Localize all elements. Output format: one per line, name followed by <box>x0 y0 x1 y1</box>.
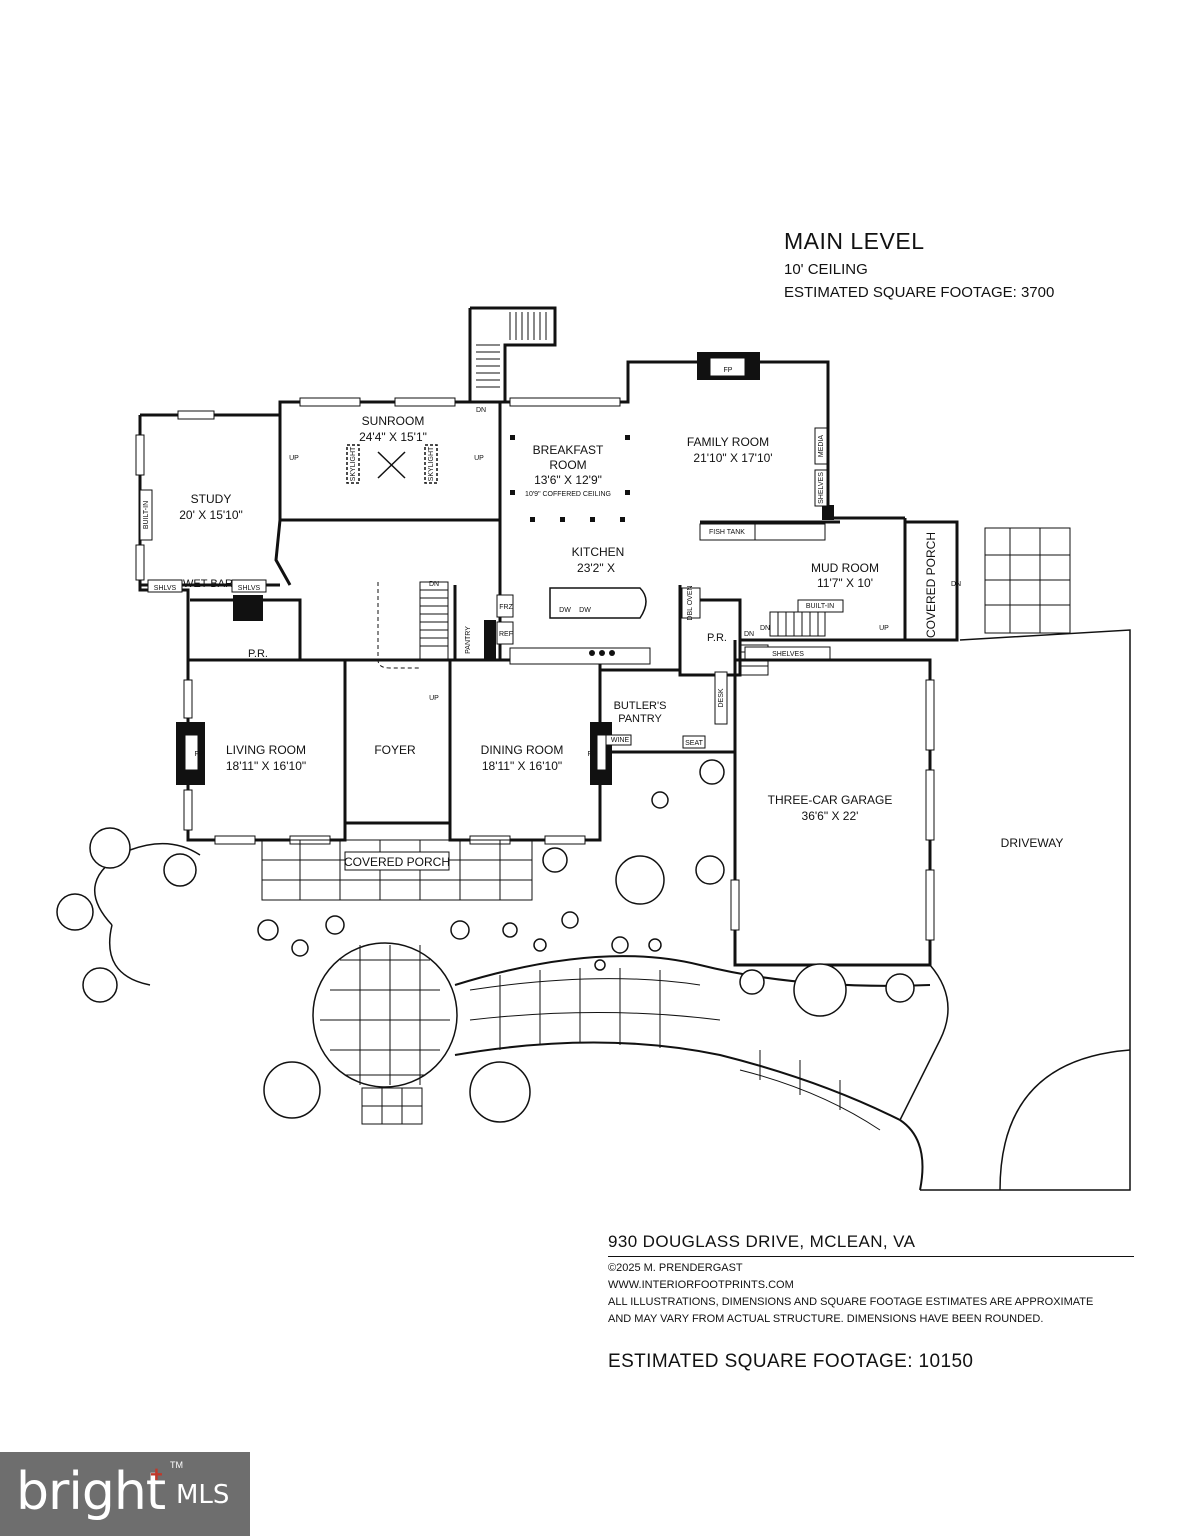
dining-room-dims: 18'11" X 16'10" <box>482 759 562 773</box>
dn-label-porch: DN <box>951 581 961 588</box>
garage-label: THREE-CAR GARAGE <box>768 793 893 807</box>
kitchen-dims: 23'2" X <box>577 561 615 575</box>
logo-mls: MLS <box>176 1480 230 1510</box>
bright-mls-logo: bright + TM MLS <box>0 1452 250 1536</box>
website-line: WWW.INTERIORFOOTPRINTS.COM <box>608 1279 794 1291</box>
breakfast-label-1: BREAKFAST <box>533 443 604 457</box>
seat-label: SEAT <box>685 740 703 747</box>
family-room-label: FAMILY ROOM <box>687 435 769 449</box>
living-room-label: LIVING ROOM <box>226 743 306 757</box>
kitchen-label: KITCHEN <box>572 545 625 559</box>
powder-room-label-1: P.R. <box>248 648 268 660</box>
family-room-dims: 21'10" X 17'10' <box>693 451 772 465</box>
sunroom-label: SUNROOM <box>362 414 425 428</box>
dw-label-1: DW <box>559 607 571 614</box>
wine-label: WINE <box>611 737 630 744</box>
dw-label-2: DW <box>579 607 591 614</box>
mud-room-dims: 11'7" X 10' <box>817 576 873 590</box>
front-porch-label: COVERED PORCH <box>344 855 450 869</box>
built-in-label-mud: BUILT-IN <box>806 603 834 610</box>
mud-room-label: MUD ROOM <box>811 561 879 575</box>
study-dims: 20' X 15'10" <box>179 508 243 522</box>
disclaimer-line-1: ALL ILLUSTRATIONS, DIMENSIONS AND SQUARE… <box>608 1296 1094 1308</box>
level-title: MAIN LEVEL <box>784 228 925 254</box>
side-porch-label: COVERED PORCH <box>924 532 938 638</box>
total-sqft: ESTIMATED SQUARE FOOTAGE: 10150 <box>608 1351 974 1372</box>
skylight-label-left: SKYLIGHT <box>350 446 357 481</box>
logo-trademark: TM <box>170 1460 183 1470</box>
breakfast-label-2: ROOM <box>549 458 586 472</box>
dn-label-foyer: DN <box>429 581 439 588</box>
powder-room-label-2: P.R. <box>707 632 727 644</box>
up-label-sunroom: UP <box>289 455 299 462</box>
fireplace-label-living: FP <box>195 751 204 758</box>
shelves-label-right: SHLVS <box>238 585 261 592</box>
breakfast-dims: 13'6" X 12'9" <box>534 473 602 487</box>
driveway-label: DRIVEWAY <box>1001 836 1064 850</box>
wet-bar-label: WET BAR <box>183 578 233 590</box>
foyer-label: FOYER <box>374 743 416 757</box>
shelves-label-family: SHELVES <box>818 472 825 504</box>
logo-plus-icon: + <box>150 1462 163 1487</box>
up-label-foyer: UP <box>429 695 439 702</box>
dbl-oven-label: DBL OVEN <box>687 585 694 620</box>
living-room-dims: 18'11" X 16'10" <box>226 759 306 773</box>
level-sqft: ESTIMATED SQUARE FOOTAGE: 3700 <box>784 284 1055 301</box>
frz-label: FRZ <box>499 604 513 611</box>
shelves-label-left: SHLVS <box>154 585 177 592</box>
copyright-line: ©2025 M. PRENDERGAST <box>608 1262 743 1274</box>
study-label: STUDY <box>191 492 232 506</box>
dn-label-rear: DN <box>476 407 486 414</box>
fish-tank-label: FISH TANK <box>709 529 745 536</box>
fireplace-label-family: FP <box>724 367 733 374</box>
sunroom-dims: 24'4" X 15'1" <box>359 430 427 444</box>
up-label-breakfast: UP <box>474 455 484 462</box>
up-label-mud: UP <box>879 625 889 632</box>
fireplace-label-dining: FP <box>588 751 597 758</box>
pantry-label: PANTRY <box>465 626 472 654</box>
property-address: 930 DOUGLASS DRIVE, MCLEAN, VA <box>608 1232 1134 1257</box>
garage-dims: 36'6" X 22' <box>802 809 859 823</box>
ref-label: REF <box>499 631 513 638</box>
dn-label-mud-1: DN <box>760 625 770 632</box>
plan-footer: 930 DOUGLASS DRIVE, MCLEAN, VA ©2025 M. … <box>608 1232 1134 1373</box>
breakfast-ceiling-note: 10'9" COFFERED CEILING <box>525 491 611 498</box>
butlers-pantry-label-2: PANTRY <box>618 713 662 725</box>
skylight-label-right: SKYLIGHT <box>428 446 435 481</box>
desk-label: DESK <box>718 688 725 707</box>
built-in-label-study: BUILT-IN <box>143 501 150 529</box>
butlers-pantry-label-1: BUTLER'S <box>614 700 667 712</box>
disclaimer-line-2: AND MAY VARY FROM ACTUAL STRUCTURE. DIME… <box>608 1313 1044 1325</box>
shelves-label-mud: SHELVES <box>772 651 804 658</box>
ceiling-height: 10' CEILING <box>784 261 868 278</box>
dining-room-label: DINING ROOM <box>481 743 564 757</box>
logo-word: bright <box>16 1462 166 1522</box>
plan-header: MAIN LEVEL 10' CEILING ESTIMATED SQUARE … <box>784 228 1054 301</box>
dn-label-mud-2: DN <box>744 631 754 638</box>
media-label: MEDIA <box>818 435 825 458</box>
